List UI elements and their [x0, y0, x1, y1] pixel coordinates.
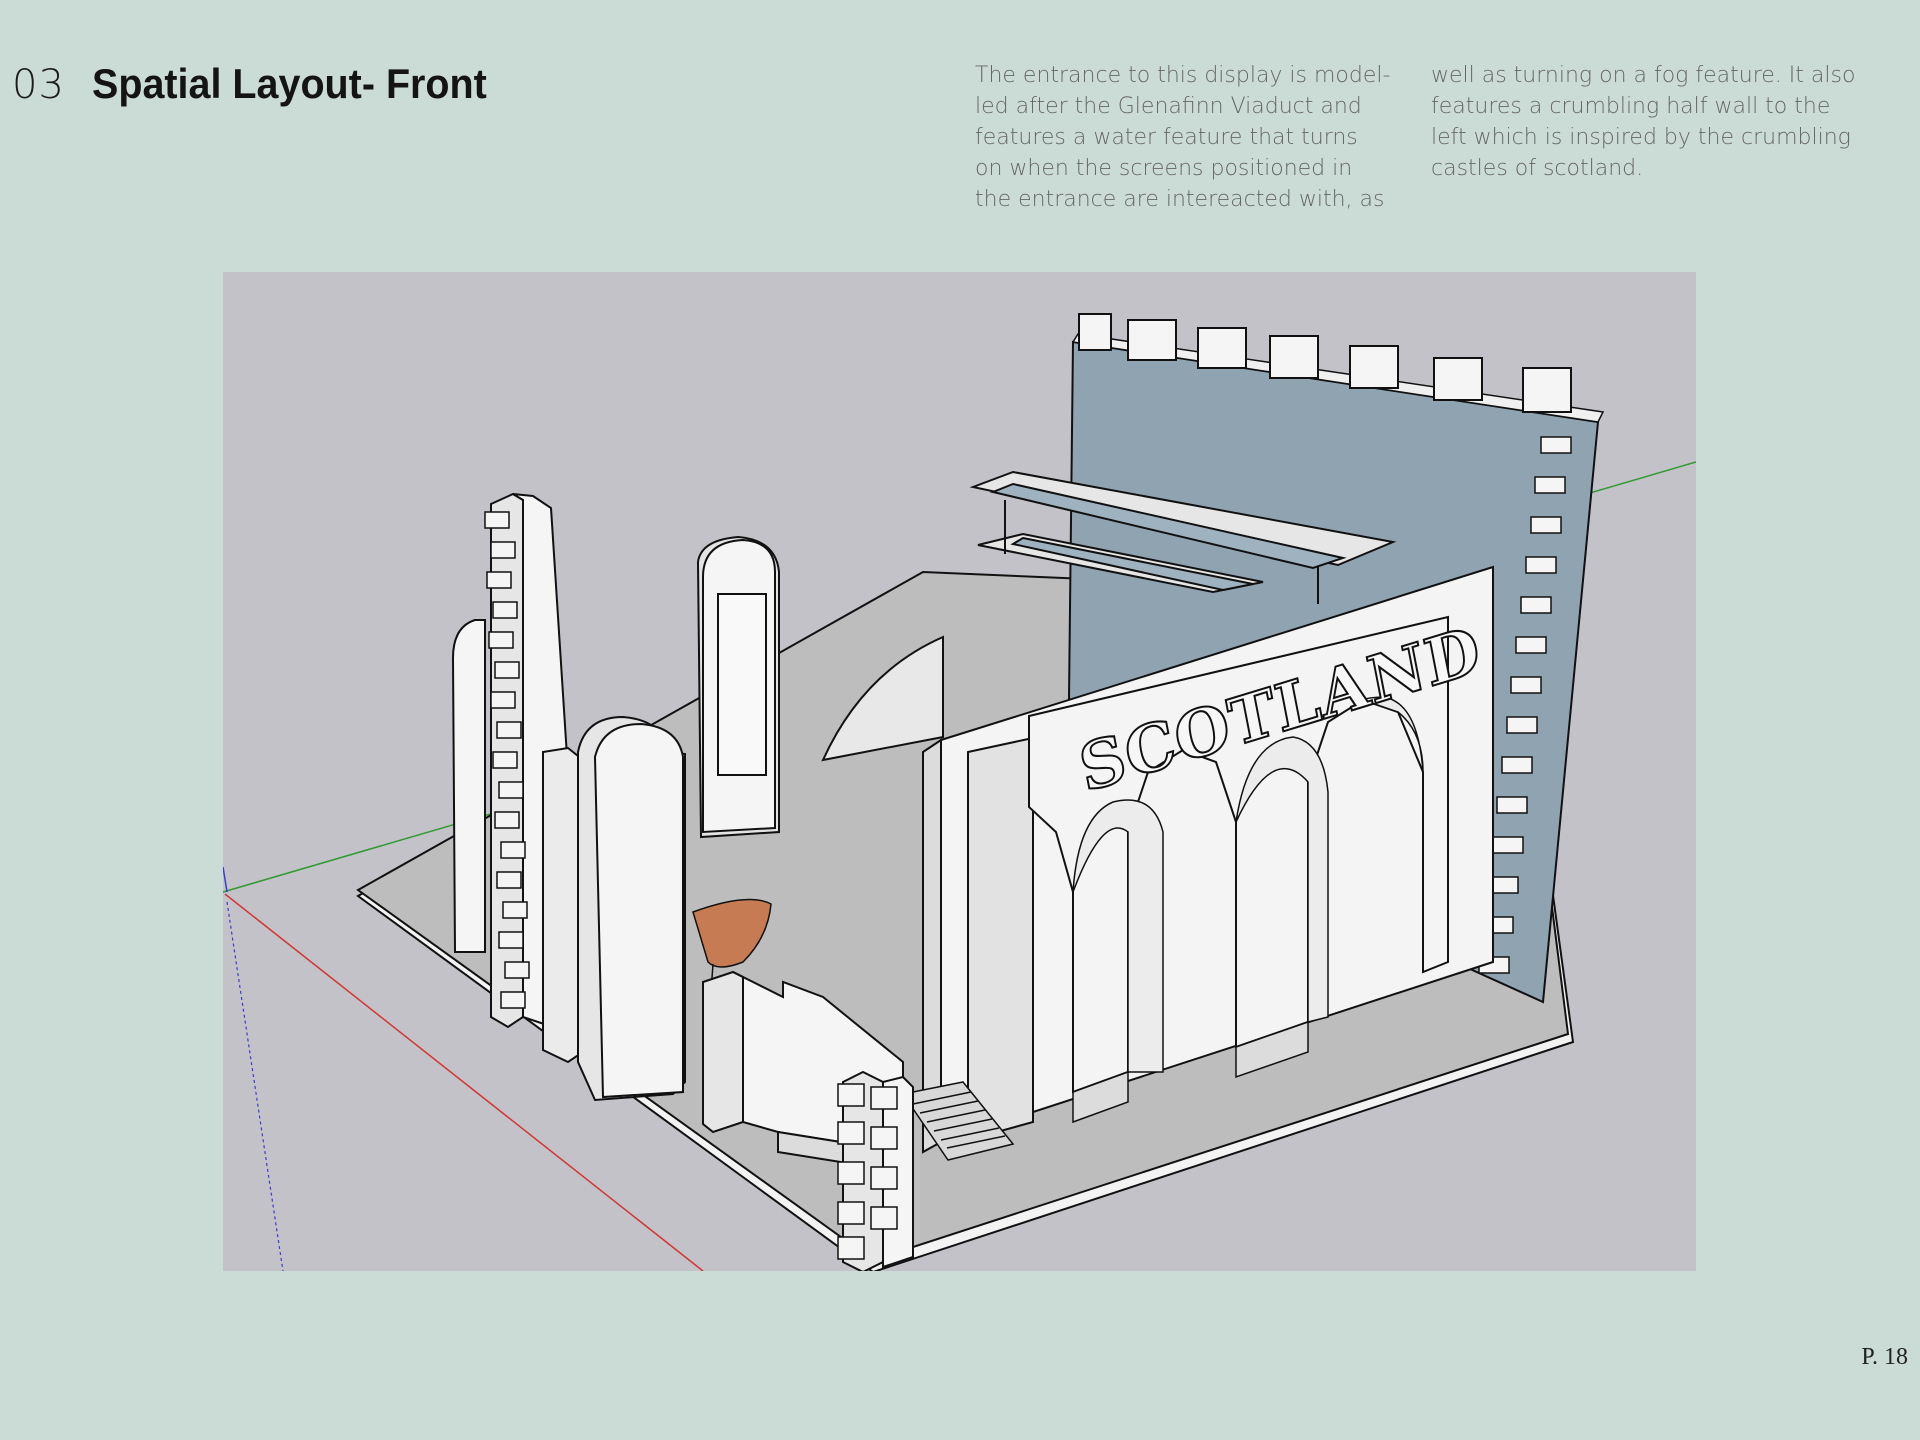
wall-shelf [969, 470, 1397, 604]
blue-axis-line [223, 866, 228, 893]
page-title: Spatial Layout- Front [92, 60, 487, 107]
left-pillar-back [451, 619, 486, 953]
curved-wall [821, 635, 944, 762]
description-line: features a crumbling half wall to the [1431, 94, 1831, 119]
battlement [1197, 327, 1247, 369]
blue-axis-line [226, 901, 284, 1271]
left-wall-bricks [484, 511, 530, 1009]
battlement [1349, 345, 1399, 389]
description-line: features a water feature that turns [975, 125, 1358, 150]
description-line: on when the screens positioned in [975, 156, 1353, 181]
red-axis-line [224, 893, 704, 1271]
description-line: The entrance to this display is model- [975, 63, 1391, 88]
battlements [1078, 313, 1572, 413]
front-arched-pillar [577, 715, 686, 1102]
description-column-1: The entrance to this display is model- l… [975, 60, 1415, 215]
screen-kiosk [696, 535, 780, 839]
description-line: well as turning on a fog feature. It als… [1431, 63, 1856, 88]
battlement [1269, 335, 1319, 379]
water-feature-grate [901, 1081, 1015, 1161]
description-line: castles of scotland. [1431, 156, 1644, 181]
corner-post-bricks [837, 1083, 898, 1260]
description-line: the entrance are intereacted with, as [975, 187, 1385, 212]
exhibition-booth-3d-model: SCOTLAND [223, 272, 1696, 1271]
section-number: 03 [12, 62, 65, 108]
page-number: P. 18 [1861, 1344, 1908, 1370]
battlement [1433, 357, 1483, 401]
front-corner-post [837, 1070, 914, 1271]
battlement [1127, 319, 1177, 361]
chair [692, 898, 772, 993]
description-line: left which is inspired by the crumbling [1431, 125, 1851, 150]
left-crenellated-wall [484, 492, 569, 1034]
description-line: led after the Glenafinn Viaduct and [975, 94, 1362, 119]
kiosk-screen [717, 593, 767, 776]
battlement [1078, 313, 1112, 351]
model-render: SCOTLAND [223, 272, 1696, 1271]
battlement [1522, 367, 1572, 413]
description-column-2: well as turning on a fog feature. It als… [1431, 60, 1871, 184]
